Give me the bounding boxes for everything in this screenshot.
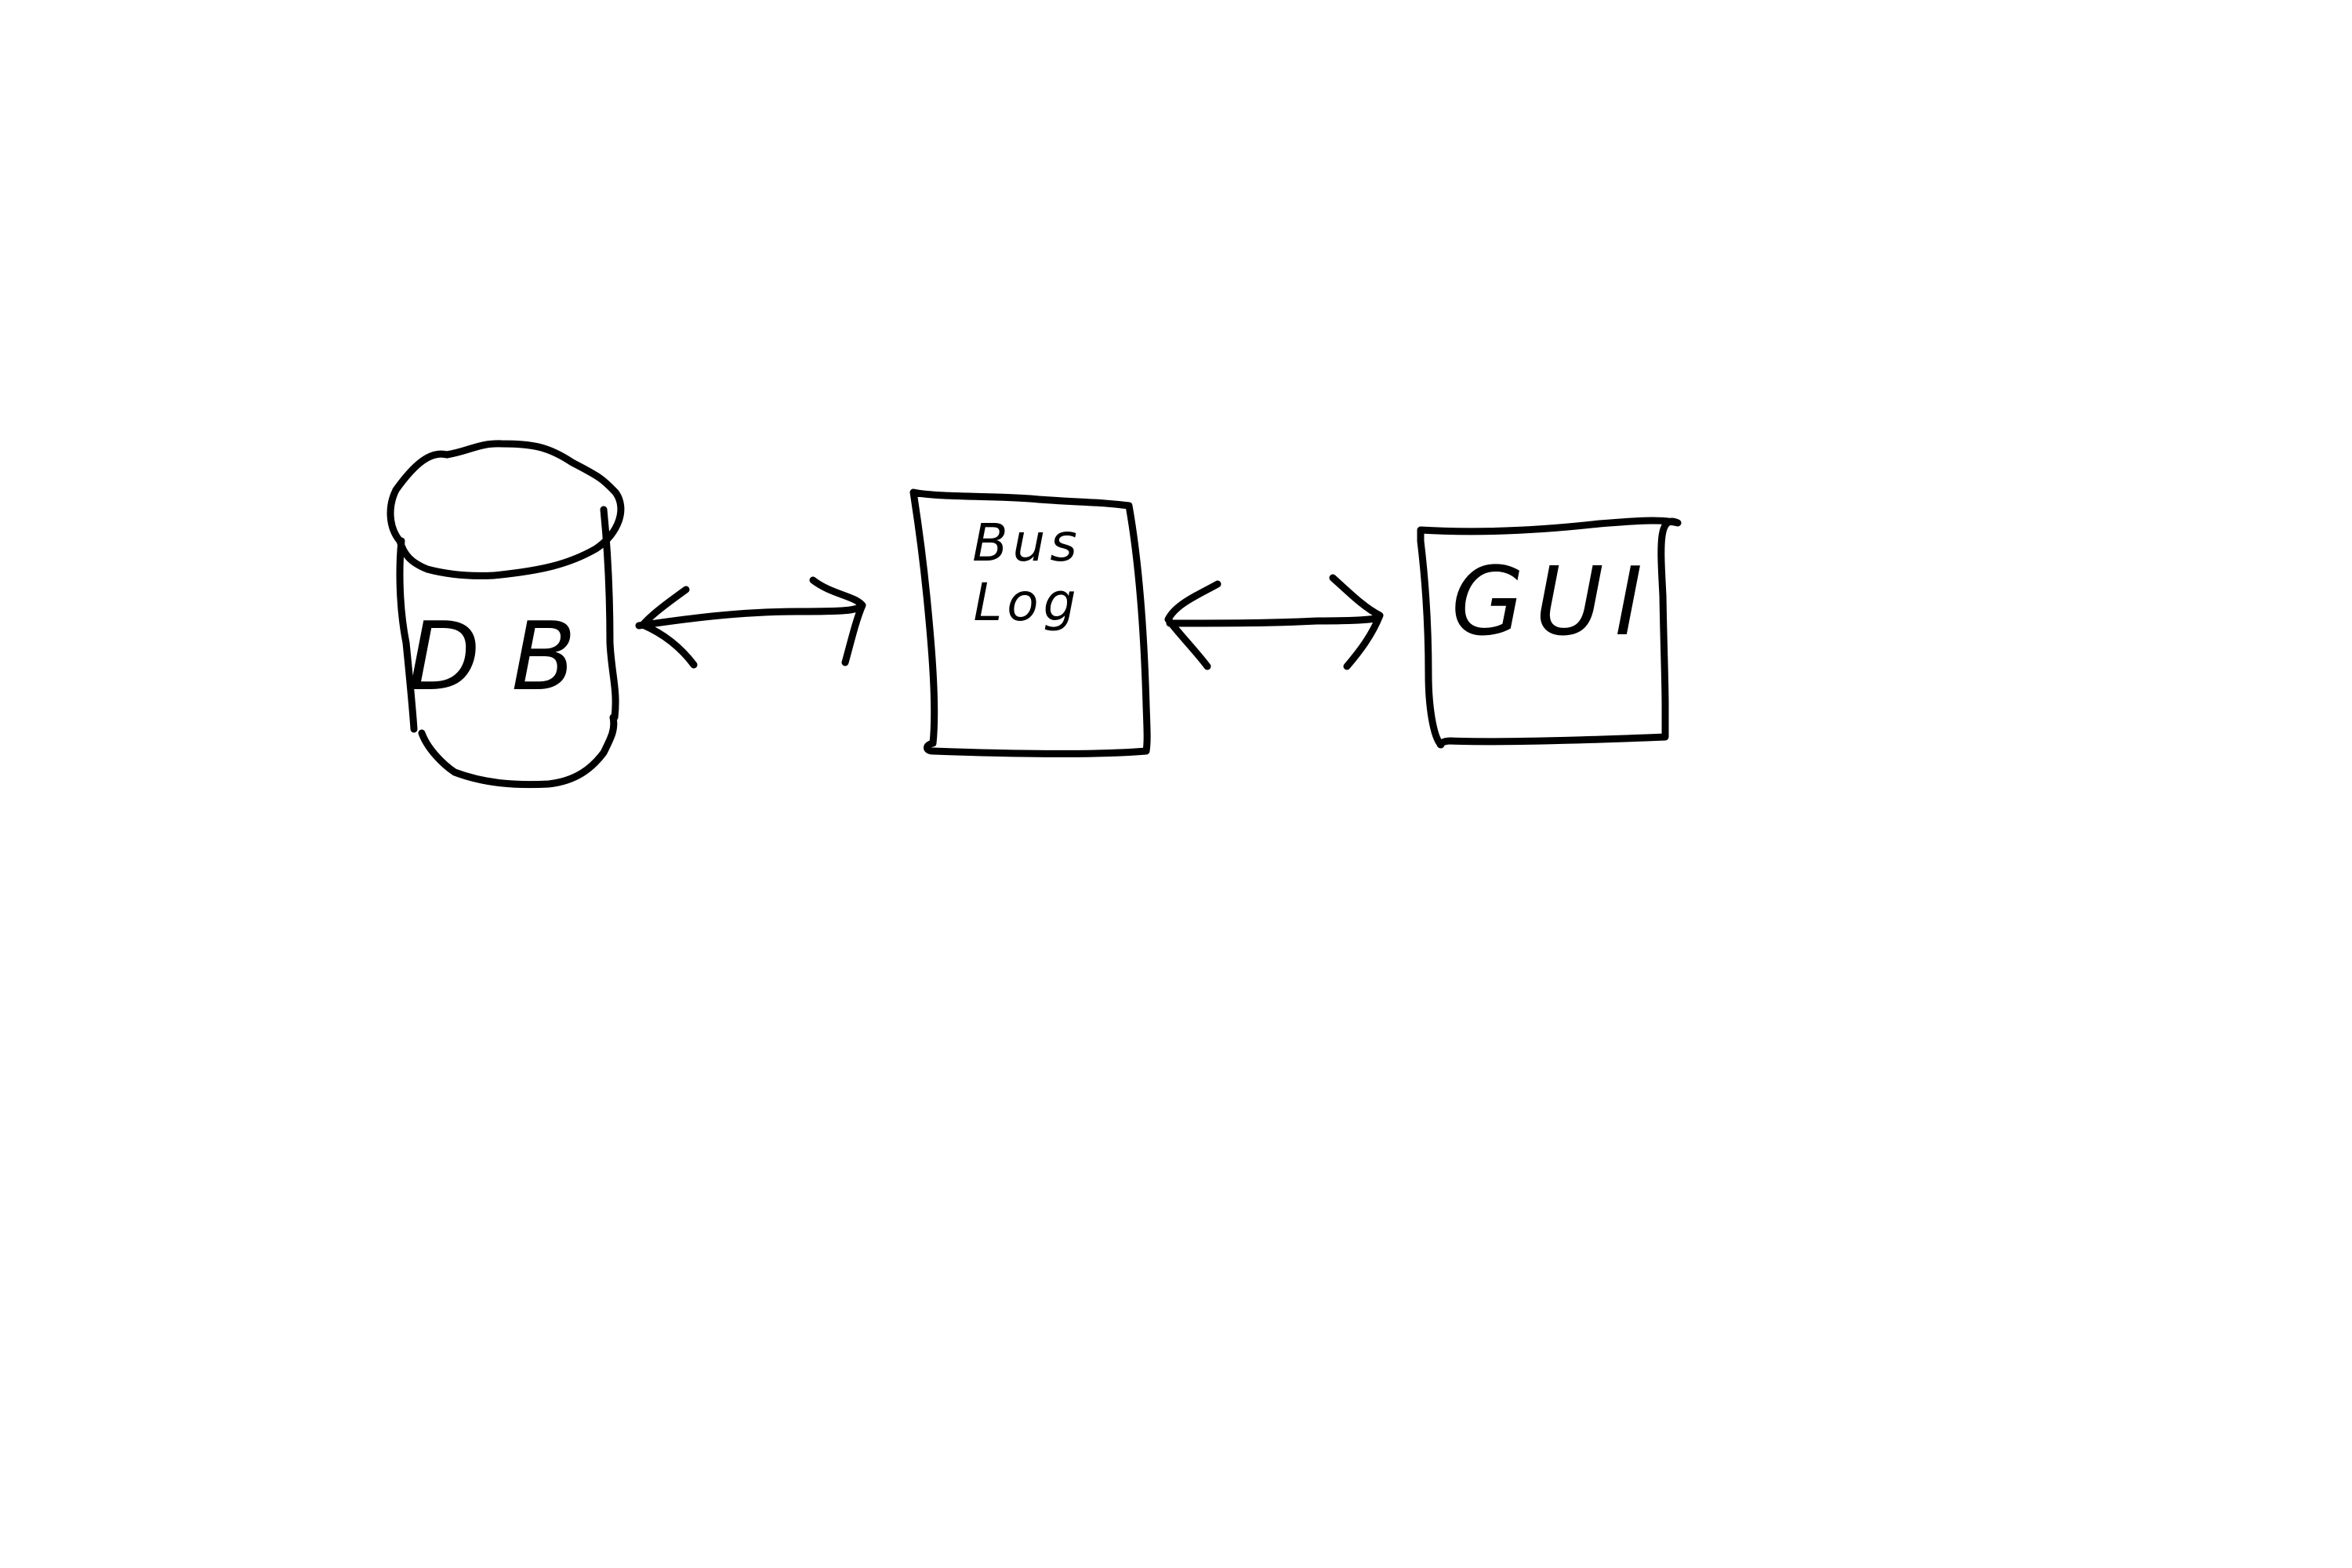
edge-db-bus-arrowhead-right — [809, 576, 866, 666]
gui-label: GUI — [1450, 548, 1654, 657]
db-label: DB — [408, 603, 608, 712]
bus-box — [909, 488, 1151, 757]
edge-db-bus-arrowhead-left — [639, 586, 698, 669]
db-cylinder-bottom — [418, 713, 618, 789]
edge-bus-gui-arrowhead-right — [1329, 574, 1384, 670]
edge-bus-gui-arrowhead-left — [1164, 580, 1221, 670]
gui-node — [1417, 517, 1682, 749]
gui-box — [1417, 517, 1682, 749]
db-cylinder-top — [387, 440, 625, 579]
bus-log-label: Bus Log — [972, 513, 1082, 633]
db-cylinder-right-side — [600, 506, 619, 721]
bus-node — [909, 488, 1151, 757]
edge-db-bus-line — [635, 604, 862, 630]
edge-db-bus — [635, 576, 866, 669]
edge-bus-gui — [1164, 574, 1384, 670]
edge-bus-gui-line — [1166, 613, 1382, 627]
db-cylinder-left-side — [396, 537, 418, 733]
db-node — [387, 440, 625, 789]
